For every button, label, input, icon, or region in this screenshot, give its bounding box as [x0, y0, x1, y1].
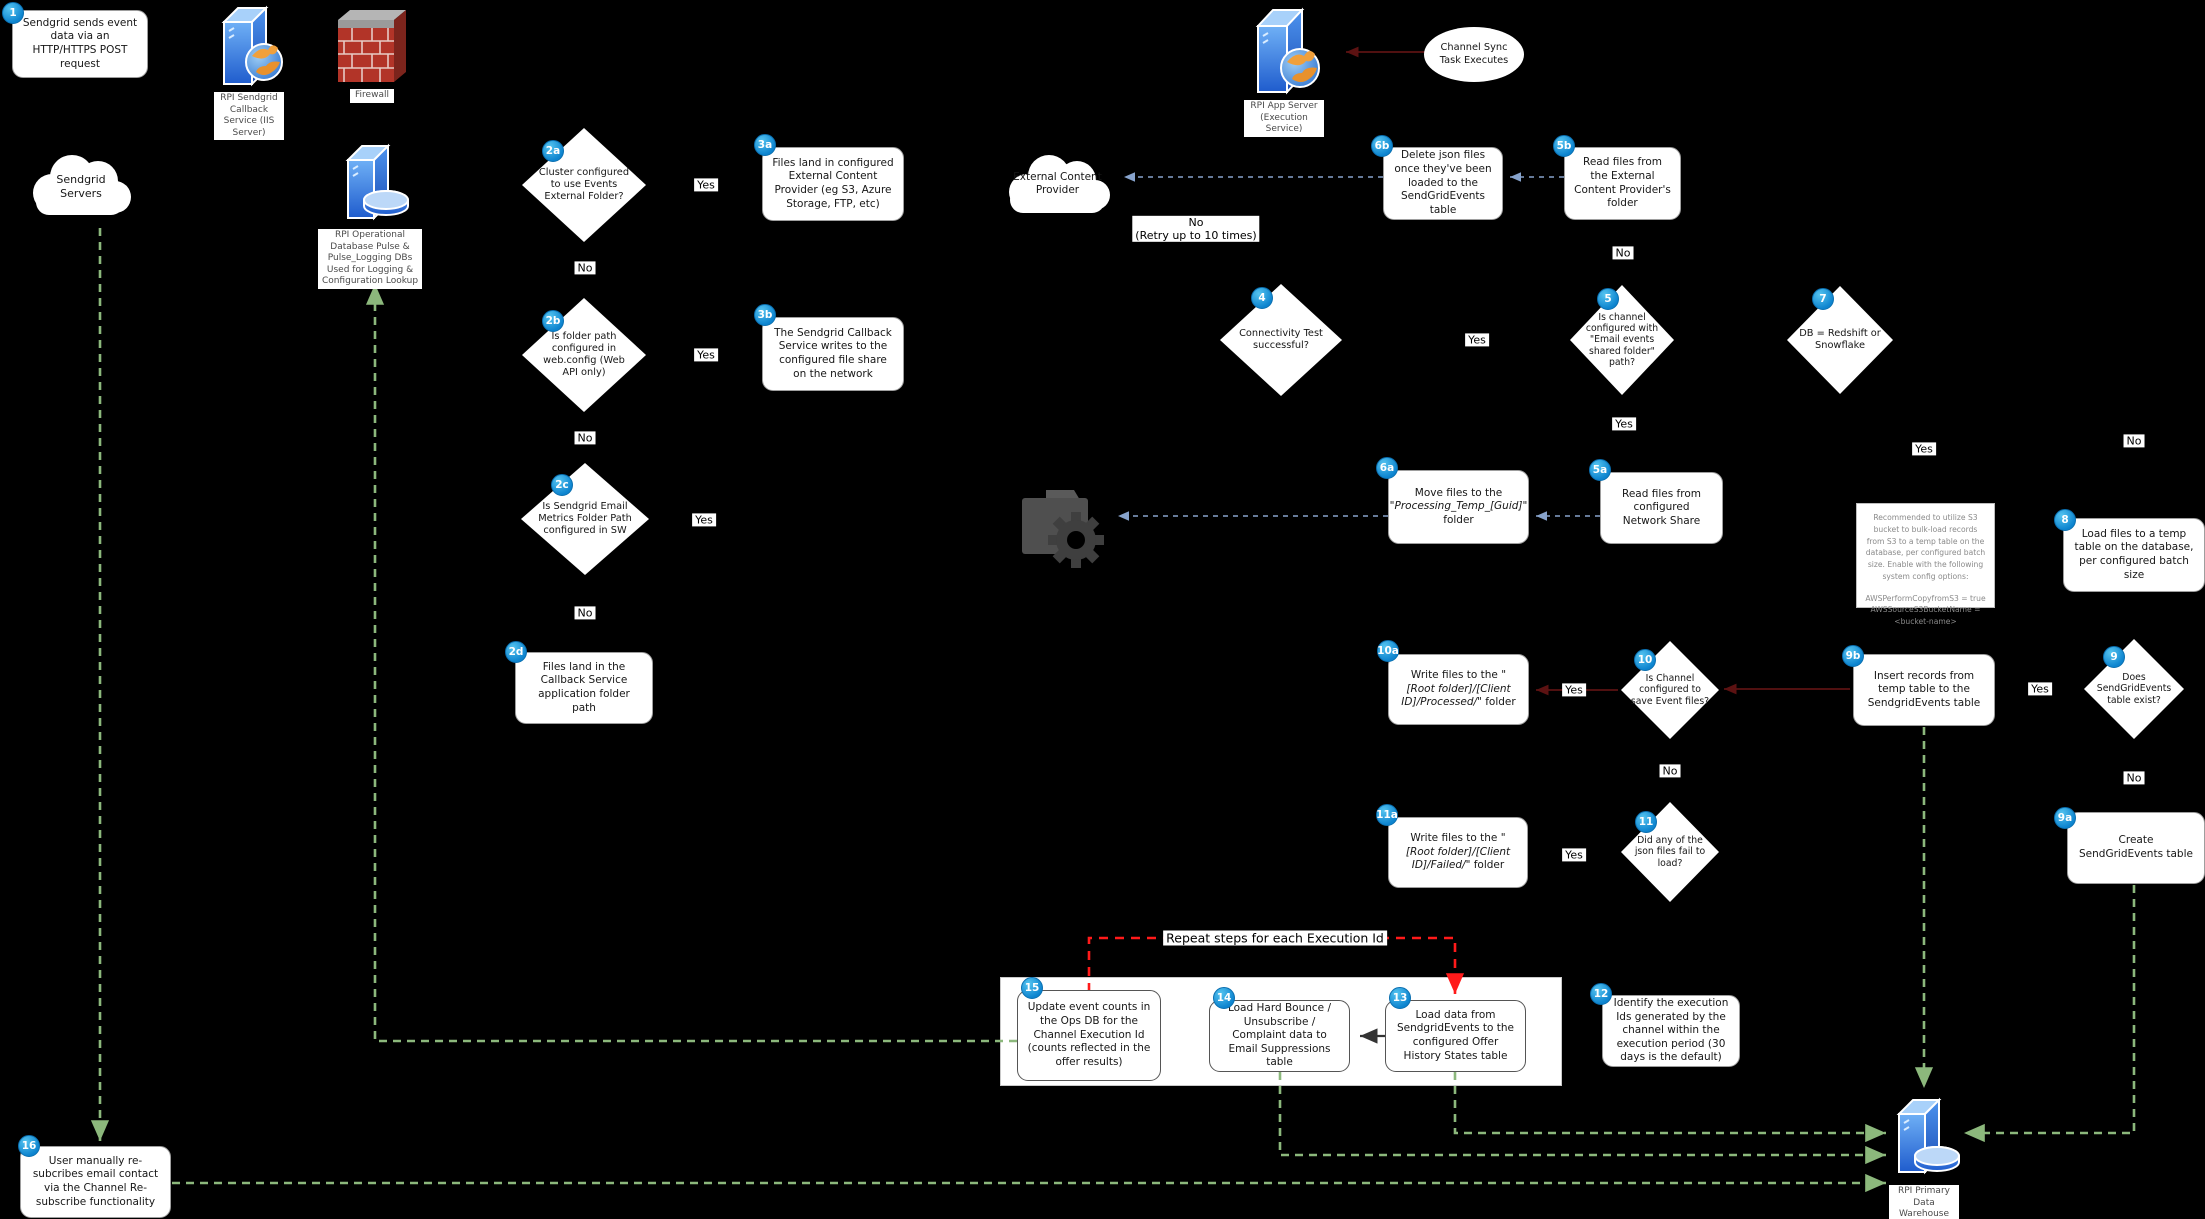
sendgrid-cloud-icon	[33, 155, 131, 215]
step-badge-3b: 3b	[754, 304, 776, 326]
step-badge-15: 15	[1021, 977, 1043, 999]
step-6b-box: Delete json files once they've been load…	[1383, 147, 1503, 220]
channel-sync-ellipse: Channel Sync Task Executes	[1424, 27, 1524, 82]
decision-7: DB = Redshift or Snowflake	[1787, 286, 1893, 394]
primary-data-warehouse-caption: RPI Primary Data Warehouse	[1889, 1185, 1959, 1219]
step-8-box: Load files to a temp table on the databa…	[2063, 518, 2205, 592]
step-16-box: User manually re-subcribes email contact…	[20, 1146, 171, 1218]
external-content-provider-label: External Content Provider	[1013, 170, 1102, 196]
step-badge-2a: 2a	[542, 140, 564, 162]
step-15-box: Update event counts in the Ops DB for th…	[1017, 990, 1161, 1081]
decision-2a: Cluster configured to use Events Externa…	[522, 128, 646, 242]
edge-label-yes-7: Yes	[1912, 442, 1936, 456]
step-badge-10a: 10a	[1377, 640, 1399, 662]
green-dashed-connectors	[90, 228, 2136, 1193]
step-10a-box: Write files to the "[Root folder]/[Clien…	[1388, 654, 1529, 725]
red-dashed-connectors	[1087, 936, 1465, 994]
step-badge-4: 4	[1251, 287, 1273, 309]
server-globe-icon	[221, 5, 283, 87]
step-badge-13: 13	[1389, 987, 1411, 1009]
blue-dashed-connectors	[1118, 172, 1600, 521]
step-5b-box: Read files from the External Content Pro…	[1564, 147, 1681, 220]
edge-label-no-5: No	[1612, 246, 1634, 260]
decision-2c: Is Sendgrid Email Metrics Folder Path co…	[521, 463, 649, 575]
no-retry-label: No (Retry up to 10 times)	[1132, 215, 1260, 243]
decision-11: Did any of the json files fail to load?	[1621, 802, 1719, 902]
decision-4: Connectivity Test successful?	[1220, 284, 1342, 396]
step-badge-5: 5	[1597, 288, 1619, 310]
step-13-box: Load data from SendgridEvents to the con…	[1385, 1000, 1526, 1072]
step-badge-1: 1	[2, 2, 24, 24]
edge-label-no-2c: No	[574, 606, 596, 620]
edge-label-no-2b: No	[574, 431, 596, 445]
step-1-box: Sendgrid sends event data via an HTTP/HT…	[12, 10, 148, 78]
sendgrid-cloud-label: Sendgrid Servers	[56, 173, 106, 200]
step-3b-box: The Sendgrid Callback Service writes to …	[762, 317, 904, 391]
edge-label-no-2a: No	[574, 261, 596, 275]
step-3a-box: Files land in configured External Conten…	[762, 147, 904, 221]
step-5a-box: Read files from configured Network Share	[1600, 472, 1723, 544]
step-badge-6b: 6b	[1371, 135, 1393, 157]
edge-label-yes-2b: Yes	[694, 348, 718, 362]
step-badge-11: 11	[1635, 811, 1657, 833]
step-badge-9a: 9a	[2054, 807, 2076, 829]
edge-label-no-10: No	[1659, 764, 1681, 778]
edge-label-yes-2a: Yes	[694, 178, 718, 192]
edge-label-yes-5: Yes	[1612, 417, 1636, 431]
step-9a-box: Create SendGridEvents table	[2067, 812, 2205, 884]
operational-database-caption: RPI Operational Database Pulse & Pulse_L…	[318, 229, 422, 289]
step-badge-11a: 11a	[1376, 804, 1398, 826]
step-badge-14: 14	[1213, 987, 1235, 1009]
app-server-globe-icon	[1255, 7, 1320, 95]
step-badge-16: 16	[18, 1135, 40, 1157]
app-server-caption: RPI App Server (Execution Service)	[1244, 100, 1324, 137]
s3-recommendation-note: Recommended to utilize S3 bucket to bulk…	[1856, 503, 1995, 626]
external-content-provider-cloud-icon	[1009, 155, 1110, 213]
firewall-caption: Firewall	[350, 89, 394, 103]
step-14-box: Load Hard Bounce / Unsubscribe / Complai…	[1209, 1000, 1350, 1072]
step-badge-7: 7	[1812, 288, 1834, 310]
decision-2b: Is folder path configured in web.config …	[522, 298, 646, 412]
decision-10: Is Channel configured to save Event file…	[1621, 641, 1719, 739]
edge-label-yes-9: Yes	[2028, 682, 2052, 696]
edge-label-yes-11: Yes	[1562, 848, 1586, 862]
step-badge-3a: 3a	[754, 134, 776, 156]
primary-data-warehouse-icon	[1896, 1097, 1960, 1175]
step-badge-2b: 2b	[542, 310, 564, 332]
edge-label-no-7: No	[2123, 434, 2145, 448]
step-badge-6a: 6a	[1376, 457, 1398, 479]
step-badge-12: 12	[1590, 983, 1612, 1005]
operational-database-icon	[345, 143, 409, 221]
step-badge-9b: 9b	[1842, 645, 1864, 667]
callback-server-caption: RPI Sendgrid Callback Service (IIS Serve…	[214, 92, 284, 141]
step-badge-5a: 5a	[1589, 459, 1611, 481]
edge-label-no-9: No	[2123, 771, 2145, 785]
step-12-box: Identify the execution Ids generated by …	[1602, 995, 1740, 1067]
decision-9: Does SendGridEvents table exist?	[2084, 639, 2184, 739]
step-2d-box: Files land in the Callback Service appli…	[515, 652, 653, 724]
step-6a-box: Move files to the "Processing_Temp_[Guid…	[1388, 470, 1529, 544]
step-badge-10: 10	[1634, 649, 1656, 671]
step-badge-5b: 5b	[1553, 135, 1575, 157]
edge-label-yes-2c: Yes	[692, 513, 716, 527]
step-badge-2d: 2d	[505, 641, 527, 663]
step-badge-8: 8	[2054, 509, 2076, 531]
decision-5: Is channel configured with "Email events…	[1570, 285, 1674, 395]
step-11a-box: Write files to the "[Root folder]/[Clien…	[1388, 817, 1528, 888]
repeat-steps-label: Repeat steps for each Execution Id	[1163, 930, 1387, 946]
step-9b-box: Insert records from temp table to the Se…	[1853, 654, 1995, 726]
step-badge-9: 9	[2103, 646, 2125, 668]
edge-label-yes-10: Yes	[1562, 683, 1586, 697]
edge-label-yes-4: Yes	[1465, 333, 1489, 347]
gear-folder-icon	[1022, 490, 1104, 568]
firewall-icon	[338, 10, 406, 82]
step-badge-2c: 2c	[551, 474, 573, 496]
